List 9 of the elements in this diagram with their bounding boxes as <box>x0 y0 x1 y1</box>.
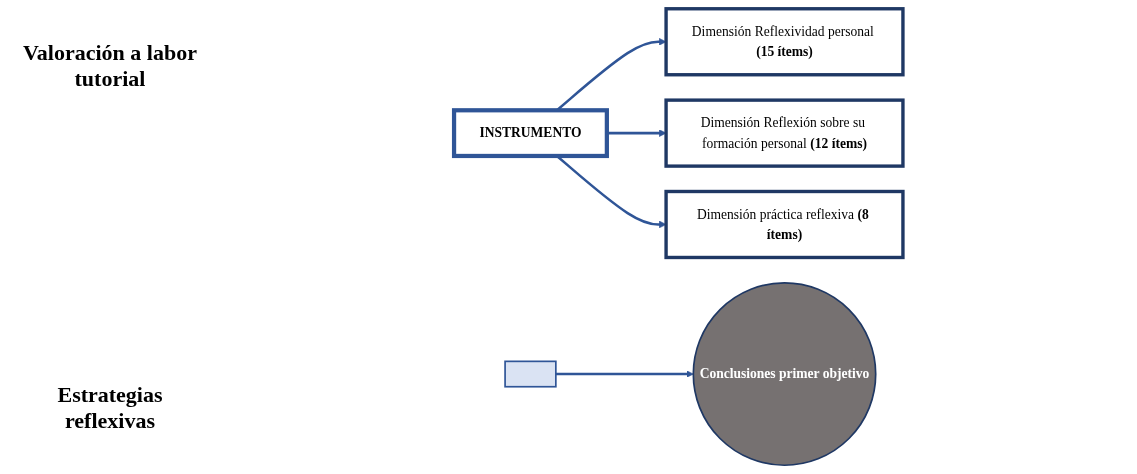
side-label: Estrategias reflexivas <box>56 382 164 434</box>
node-box: Dimensión práctica reflexiva (8 ítems) <box>664 189 905 260</box>
node-box: Dimensión Reflexividad personal (15 ítems) <box>664 7 905 77</box>
node-bar <box>504 360 557 388</box>
arrow <box>555 370 694 378</box>
side-label: Valoración a labor tutorial <box>22 40 198 92</box>
node-box: Dimensión Reflexión sobre su formación personal (12 ítems) <box>664 98 905 168</box>
node-box: INSTRUMENTO <box>451 108 609 159</box>
node-circle: Conclusiones primer objetivo <box>692 282 877 467</box>
